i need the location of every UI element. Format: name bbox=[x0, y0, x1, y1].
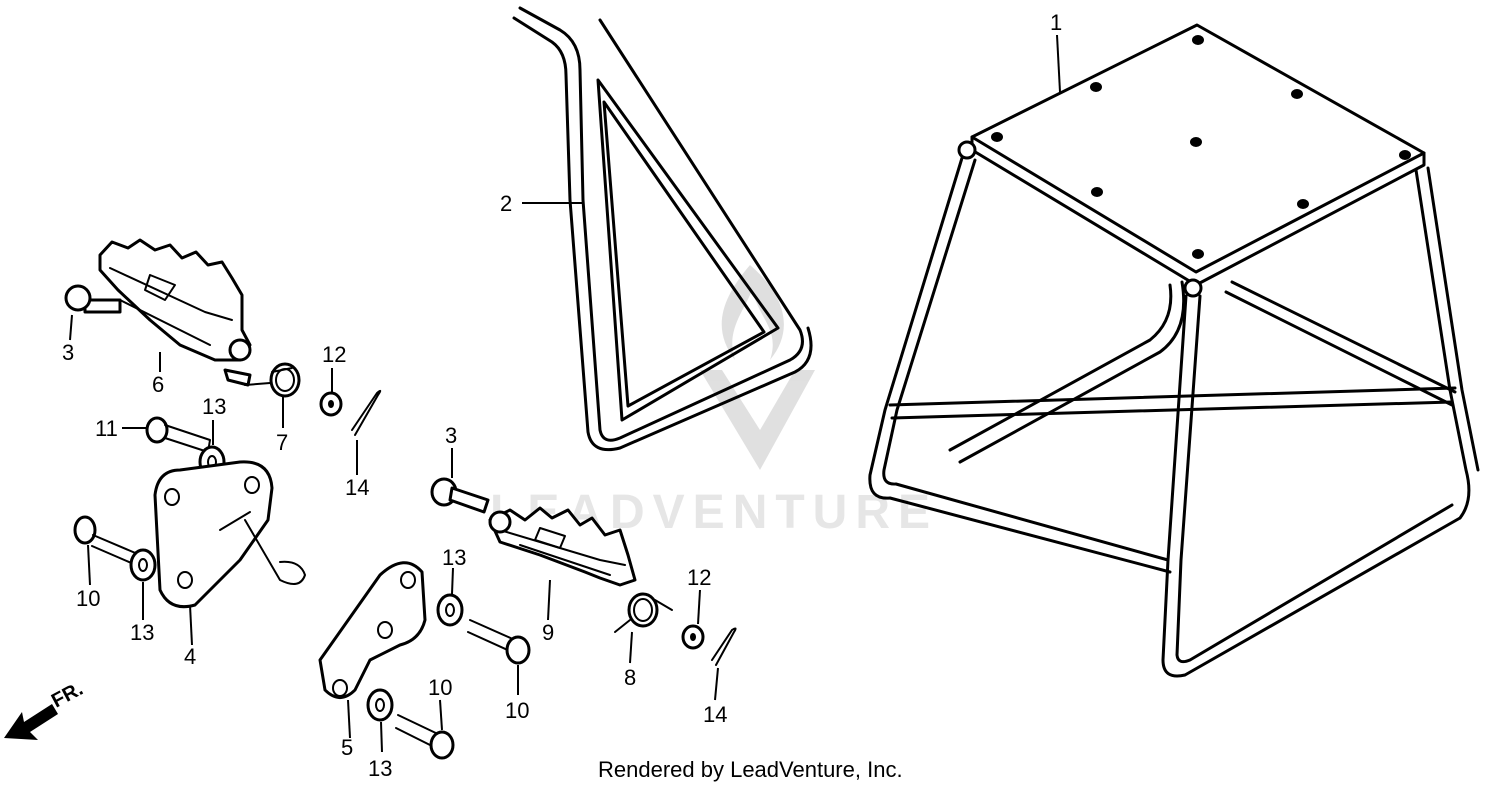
bolt-11 bbox=[145, 416, 211, 453]
callout-7: 7 bbox=[276, 430, 288, 455]
washer-12-upper bbox=[319, 391, 343, 417]
spring-right bbox=[614, 592, 673, 633]
cotter-pin-lower bbox=[711, 627, 737, 666]
callout-10-left: 10 bbox=[76, 586, 100, 611]
front-arrow-icon bbox=[4, 704, 58, 740]
callout-5: 5 bbox=[341, 735, 353, 760]
callout-14-upper: 14 bbox=[345, 475, 369, 500]
bracket-left bbox=[153, 460, 306, 609]
washer-13-c bbox=[366, 688, 394, 722]
bracket-right bbox=[318, 561, 427, 699]
callout-3-left: 3 bbox=[62, 340, 74, 365]
callout-1: 1 bbox=[1050, 10, 1062, 35]
footpeg-right bbox=[488, 506, 637, 587]
callout-9: 9 bbox=[542, 620, 554, 645]
bolt-10-right bbox=[467, 619, 531, 665]
callout-4: 4 bbox=[184, 644, 196, 669]
pin-left bbox=[64, 284, 122, 314]
bolt-10-left bbox=[73, 515, 141, 566]
triangle-frame bbox=[512, 6, 813, 452]
callout-14-lower: 14 bbox=[703, 702, 727, 727]
spring-left bbox=[244, 362, 301, 398]
flame-logo-icon bbox=[700, 265, 815, 470]
callout-13-left: 13 bbox=[130, 620, 154, 645]
credit-text: Rendered by LeadVenture, Inc. bbox=[598, 757, 903, 782]
callout-10-right: 10 bbox=[505, 698, 529, 723]
bolt-10-bottom bbox=[395, 714, 455, 760]
callout-12-upper: 12 bbox=[322, 342, 346, 367]
stand bbox=[868, 23, 1480, 678]
callout-11: 11 bbox=[95, 416, 118, 441]
pin-right bbox=[430, 477, 490, 514]
callout-13-upper: 13 bbox=[202, 394, 226, 419]
callouts: 1 2 3 3 4 5 6 7 8 9 10 10 10 11 12 12 13… bbox=[62, 10, 1062, 781]
cotter-pin-upper bbox=[351, 389, 382, 436]
callout-8: 8 bbox=[624, 665, 636, 690]
washer-13-d bbox=[436, 593, 464, 627]
callout-13-bottom: 13 bbox=[368, 756, 392, 781]
callout-6: 6 bbox=[152, 372, 164, 397]
callout-13-right: 13 bbox=[442, 545, 466, 570]
callout-10-bottom: 10 bbox=[428, 675, 452, 700]
leader-lines bbox=[69, 34, 1061, 753]
footpeg-left bbox=[98, 238, 252, 387]
callout-3-right: 3 bbox=[445, 423, 457, 448]
callout-12-lower: 12 bbox=[687, 565, 711, 590]
callout-2: 2 bbox=[500, 191, 512, 216]
leadventure-watermark: LEADVENTURE bbox=[490, 265, 930, 539]
washer-13-b bbox=[129, 548, 157, 582]
front-direction-indicator: FR. bbox=[4, 678, 87, 740]
plate-bolts bbox=[991, 35, 1411, 259]
washer-12-lower bbox=[681, 624, 705, 650]
